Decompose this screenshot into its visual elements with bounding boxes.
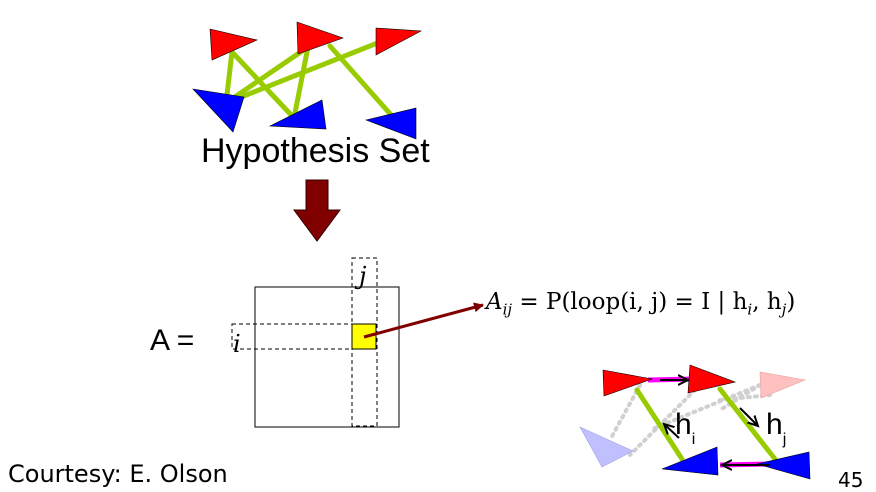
hi-base: h <box>675 408 692 441</box>
faded-blue-triangle-icon <box>579 426 634 468</box>
cell-to-formula-arrow <box>363 302 484 339</box>
row-index-label: i <box>233 330 241 358</box>
formula-rhs: = P(loop(i, j) = I | h <box>512 289 748 315</box>
blue-triangle-icon <box>268 99 327 130</box>
formula-lhs-sub: ij <box>502 300 513 319</box>
hypothesis-poses <box>192 21 423 140</box>
matrix-label: A = <box>150 324 195 357</box>
hi-sub: i <box>691 431 696 448</box>
red-triangle-icon <box>687 364 737 394</box>
blue-triangle-icon <box>661 446 719 476</box>
hypothesis-links <box>223 37 395 121</box>
loop-hypothesis-links <box>634 386 778 462</box>
col-index-label: j <box>359 262 367 290</box>
formula-mid: , h <box>752 289 782 315</box>
blue-triangle-icon <box>756 451 811 480</box>
hi-label: hi <box>675 408 695 449</box>
hypothesis-set-label: Hypothesis Set <box>201 132 430 170</box>
hj-base: h <box>766 408 783 441</box>
down-arrow-icon <box>293 179 341 242</box>
matrix-grid <box>231 257 400 428</box>
red-triangle-icon <box>602 369 654 397</box>
loop-arrows <box>660 380 770 465</box>
red-triangle-icon <box>296 21 344 55</box>
faded-red-triangle-icon <box>759 371 807 399</box>
formula-hi-sub: i <box>747 300 753 319</box>
page-number: 45 <box>838 468 864 492</box>
formula-end: ) <box>786 289 796 315</box>
formula-lhs: A <box>486 289 503 315</box>
blue-triangle-icon <box>192 88 245 133</box>
matrix-entry-formula: Aij = P(loop(i, j) = I | hi, hj) <box>486 289 795 319</box>
blue-triangle-icon <box>364 107 417 140</box>
hj-sub: j <box>782 431 787 448</box>
red-triangle-icon <box>209 28 258 61</box>
formula-hj-sub: j <box>781 300 787 319</box>
courtesy-text: Courtesy: E. Olson <box>8 460 228 488</box>
red-triangle-icon <box>375 27 423 56</box>
hj-label: hj <box>766 408 786 449</box>
